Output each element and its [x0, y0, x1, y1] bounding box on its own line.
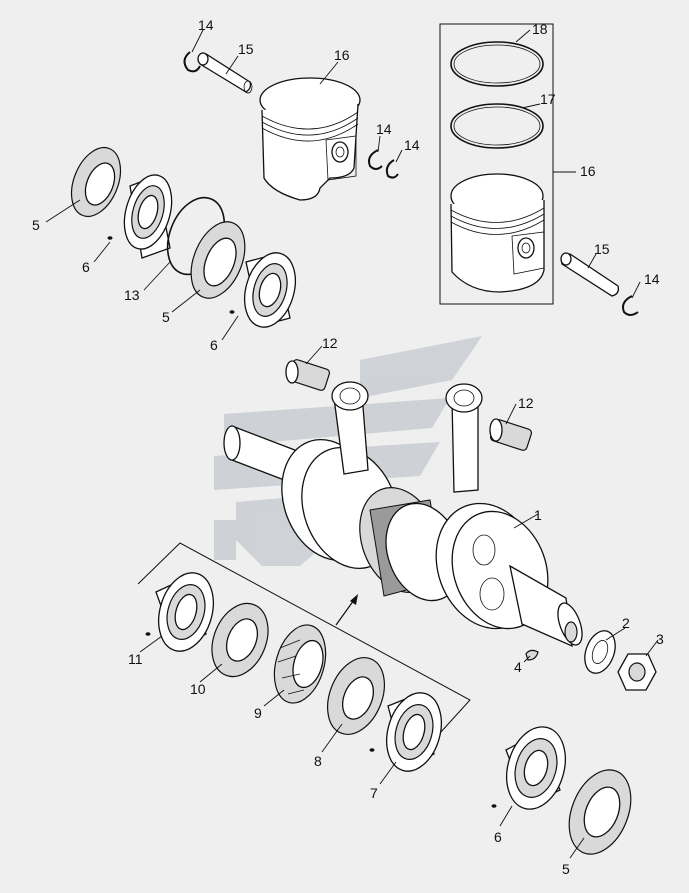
- oil-seal-middle-left: [190, 221, 246, 299]
- ball-bearing-lower-left: [229, 252, 296, 328]
- callout-14: 14: [198, 17, 214, 33]
- callout-16: 16: [580, 163, 596, 179]
- piston-pin-upper: [197, 52, 253, 94]
- ball-bearing-kit-left: [145, 572, 214, 652]
- callout-5: 5: [32, 217, 40, 233]
- ball-bearing-lower-right: [491, 726, 566, 810]
- ball-bearing-upper-left: [107, 174, 173, 259]
- callout-1: 1: [534, 507, 542, 523]
- crankshaft-assembly: [223, 381, 583, 648]
- callout-14: 14: [644, 271, 660, 287]
- piston-in-kit: [450, 173, 545, 293]
- callout-9: 9: [254, 705, 262, 721]
- piston-ring-second: [450, 103, 544, 149]
- callout-10: 10: [190, 681, 206, 697]
- callout-15: 15: [594, 241, 610, 257]
- needle-bearing-right: [489, 418, 533, 451]
- callout-6: 6: [82, 259, 90, 275]
- callout-4: 4: [514, 659, 522, 675]
- callout-12: 12: [518, 395, 534, 411]
- oil-seal-kit: [211, 602, 269, 678]
- callout-11: 11: [128, 651, 143, 667]
- callout-5: 5: [162, 309, 170, 325]
- callout-16: 16: [334, 47, 350, 63]
- assembly-arrow: [335, 594, 358, 626]
- callout-12: 12: [322, 335, 338, 351]
- callout-3: 3: [656, 631, 664, 647]
- piston-upper: [259, 77, 361, 201]
- drive-gear: [273, 624, 327, 704]
- callout-6: 6: [494, 829, 502, 845]
- piston-ring-top: [450, 41, 544, 87]
- callout-2: 2: [622, 615, 630, 631]
- callout-15: 15: [238, 41, 254, 57]
- oil-seal-kit-right: [327, 657, 385, 735]
- circlip-upper: [183, 51, 201, 73]
- callout-8: 8: [314, 753, 322, 769]
- needle-bearing-left: [285, 359, 331, 391]
- callout-18: 18: [532, 21, 548, 37]
- callout-5: 5: [562, 861, 570, 877]
- hex-nut: [617, 653, 657, 691]
- callout-7: 7: [370, 785, 378, 801]
- leader-lines: [45, 29, 659, 859]
- callout-17: 17: [540, 91, 556, 107]
- lock-washer: [584, 630, 616, 674]
- callout-13: 13: [124, 287, 140, 303]
- oil-seal-lower-right: [568, 769, 632, 855]
- oil-seal-left: [70, 147, 122, 217]
- bearing-kit-bracket: [137, 542, 471, 745]
- callout-14: 14: [376, 121, 392, 137]
- piston-kit-frame: [439, 23, 554, 305]
- callout-6: 6: [210, 337, 218, 353]
- callout-labels: 14 15 16 18 17 16 14 14 5 6 13 5 6 15 14…: [32, 17, 664, 877]
- circlip-right: [622, 295, 639, 316]
- circlip-pair-upper: [368, 149, 399, 179]
- piston-pin-right: [560, 252, 620, 297]
- ball-bearing-kit-right: [369, 692, 442, 772]
- callout-14: 14: [404, 137, 420, 153]
